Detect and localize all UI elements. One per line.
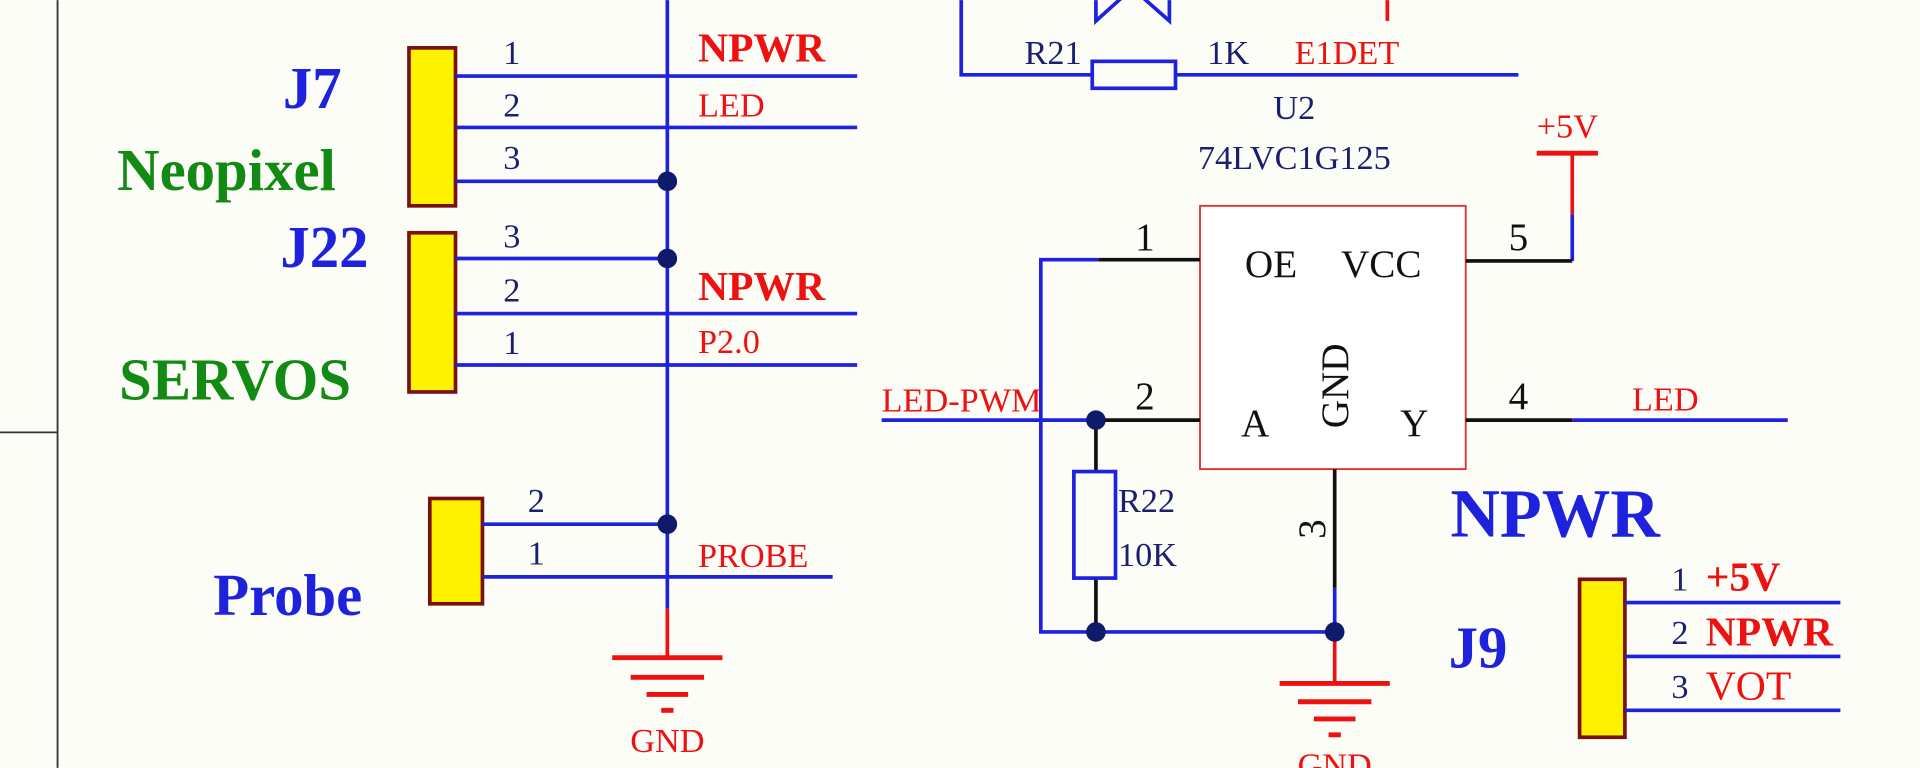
junction	[657, 171, 678, 192]
transistor-symbol-partial	[1094, 0, 1172, 26]
j9-pin-3: 3	[1671, 668, 1688, 706]
j9-net-vot: VOT	[1706, 663, 1792, 709]
u2-pin3-number: 3	[1291, 519, 1334, 539]
r21-value: 1K	[1207, 34, 1249, 72]
probe-pin-1: 1	[528, 535, 545, 573]
ground-symbol-right	[1279, 680, 1390, 738]
j7-net-npwr: NPWR	[698, 25, 826, 71]
r21-resistor	[1090, 59, 1178, 91]
r22-resistor	[1072, 469, 1118, 580]
npwr-title: NPWR	[1450, 475, 1661, 551]
gnd-label-right: GND	[1298, 746, 1372, 768]
u2-pin4-number: 4	[1509, 375, 1529, 418]
u2-pin-a: A	[1241, 402, 1269, 445]
j7-pin-wires	[455, 74, 858, 184]
ground-symbol-left	[612, 655, 723, 713]
probe-connector	[427, 496, 485, 606]
gnd-label-left: GND	[630, 722, 704, 760]
probe-pin-wires	[482, 522, 833, 579]
j22-name: SERVOS	[119, 347, 351, 412]
j22-designator: J22	[280, 215, 368, 280]
probe-name: Probe	[213, 563, 362, 628]
j9-net-5v: +5V	[1706, 554, 1781, 600]
j22-pin-2: 2	[503, 271, 520, 309]
j9-pin-wires	[1624, 600, 1841, 713]
u2-pin5-number: 5	[1509, 216, 1529, 259]
junction	[657, 514, 678, 534]
j7-pin-2: 2	[503, 86, 520, 124]
probe-pin-2: 2	[528, 482, 545, 520]
oe-to-gnd-wire	[1038, 257, 1335, 634]
j9-pin-2: 2	[1671, 614, 1688, 652]
junction	[1324, 622, 1345, 642]
r22-value: 10K	[1118, 536, 1177, 574]
j7-pin-3: 3	[503, 139, 520, 177]
j7-designator: J7	[283, 56, 342, 121]
u2-body	[1199, 204, 1467, 471]
junction	[657, 248, 678, 269]
j22-net-p20: P2.0	[698, 323, 760, 361]
r21-wires	[959, 0, 1519, 77]
vcc-power-label: +5V	[1537, 107, 1598, 145]
probe-net: PROBE	[698, 537, 808, 575]
r21-ref: R21	[1024, 34, 1081, 72]
junction	[1086, 622, 1106, 642]
r22-ref: R22	[1118, 482, 1175, 520]
j9-net-npwr: NPWR	[1706, 609, 1834, 655]
u2-pin1-number: 1	[1135, 216, 1155, 259]
u2-ref: U2	[1273, 89, 1315, 127]
led-out-net: LED	[1632, 380, 1699, 418]
j22-pin-wires	[455, 256, 858, 367]
j7-net-led: LED	[698, 86, 765, 124]
j7-name: Neopixel	[117, 138, 336, 203]
j22-connector	[407, 230, 458, 394]
u2-pin-vcc: VCC	[1341, 243, 1422, 286]
led-pwm-net: LED-PWM	[882, 382, 1042, 420]
j22-pin-1: 1	[503, 324, 520, 362]
j9-designator: J9	[1449, 615, 1508, 680]
j22-pin-3: 3	[503, 217, 520, 255]
u2-pin-gnd: GND	[1314, 343, 1357, 428]
u2-pin-y: Y	[1400, 402, 1428, 445]
u2-part: 74LVC1G125	[1198, 139, 1391, 177]
j7-pin-1: 1	[503, 34, 520, 72]
sheet-border	[0, 0, 59, 768]
j9-connector	[1577, 577, 1627, 740]
u2-pin2-number: 2	[1135, 375, 1155, 418]
junction	[1086, 410, 1106, 430]
u2-pin-oe: OE	[1245, 243, 1297, 286]
j22-net-npwr: NPWR	[698, 264, 826, 310]
j7-connector	[407, 46, 458, 208]
j9-pin-1: 1	[1671, 560, 1688, 598]
e1det-net: E1DET	[1295, 34, 1400, 72]
